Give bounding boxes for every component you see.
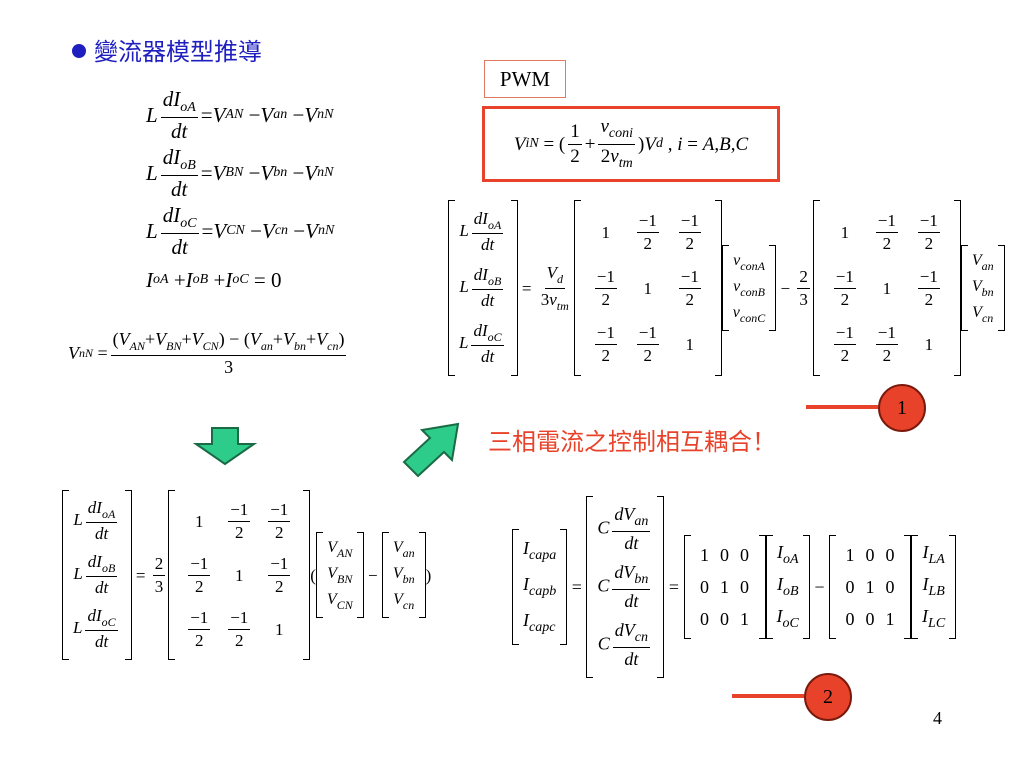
badge-2: 2 [804,673,852,721]
page-number: 4 [933,708,942,728]
down-arrow-icon [192,427,258,466]
up-right-arrow-icon [402,422,460,478]
bullet-icon [72,44,86,58]
badge-2-connector [732,694,804,698]
badge-1-connector [806,405,878,409]
slide-title-text: 變流器模型推導 [94,38,262,66]
coupling-annotation: 三相電流之控制相互耦合！ [488,428,776,456]
slide-title: 變流器模型推導 [72,32,262,67]
badge-1: 1 [878,384,926,432]
pwm-label: PWM [484,60,566,98]
